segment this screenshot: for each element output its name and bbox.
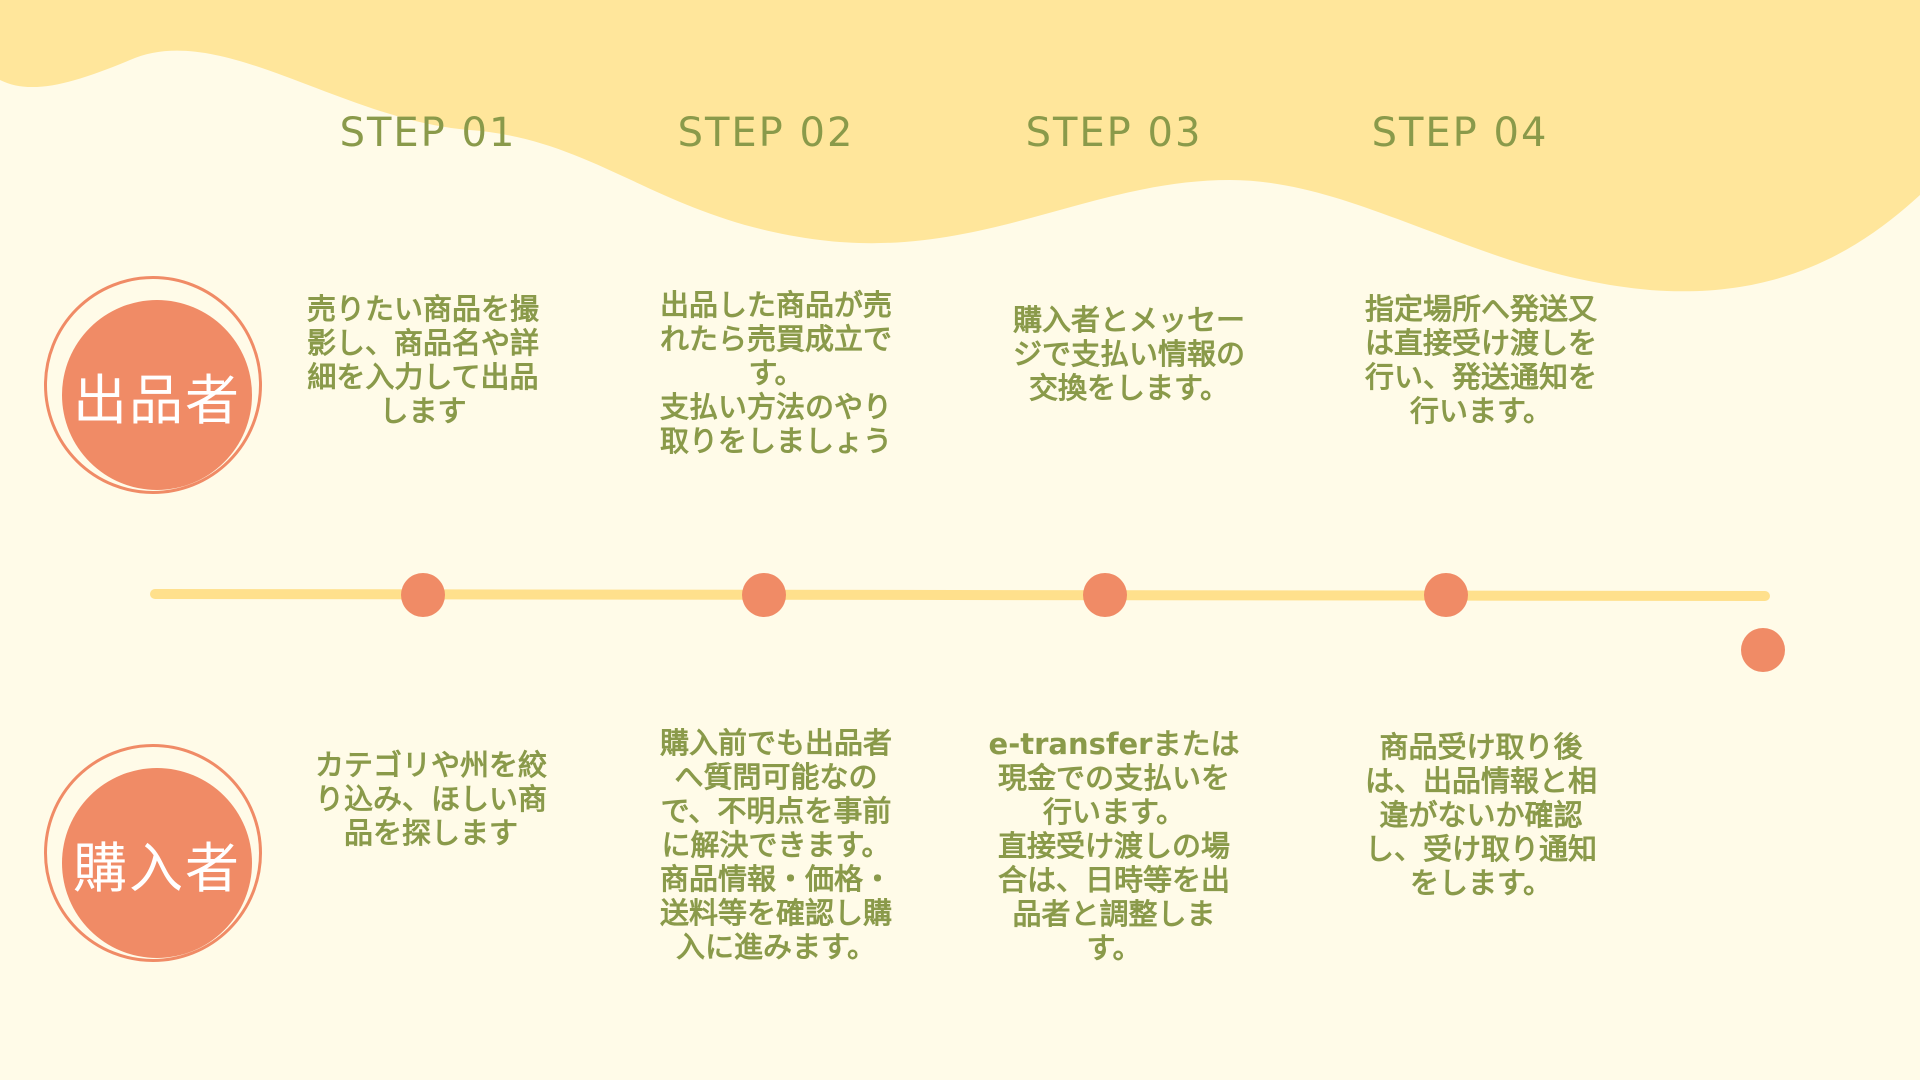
step-01-label: STEP 01 bbox=[339, 110, 517, 156]
seller-step-02-text: 出品した商品が売 れたら売買成立で す。 支払い方法のやり 取りをしましょう bbox=[659, 288, 892, 458]
buyer-step-03-text: e-transferまたは 現金での支払いを 行います。 直接受け渡しの場 合は… bbox=[988, 727, 1240, 965]
timeline-dot-2 bbox=[742, 573, 786, 617]
timeline-dot-3 bbox=[1083, 573, 1127, 617]
seller-step-04-text: 指定場所へ発送又 は直接受け渡しを 行い、発送通知を 行います。 bbox=[1364, 292, 1597, 428]
seller-step-03-text: 購入者とメッセー ジで支払い情報の 交換をします。 bbox=[1012, 303, 1245, 405]
timeline-line bbox=[150, 589, 1770, 601]
buyer-step-04-text: 商品受け取り後 は、出品情報と相 違がないか確認 し、受け取り通知 をします。 bbox=[1364, 730, 1597, 900]
buyer-step-02-text: 購入前でも出品者 へ質問可能なの で、不明点を事前 に解決できます。 商品情報・… bbox=[659, 726, 892, 964]
buyer-badge-ring bbox=[44, 744, 262, 962]
buyer-badge: 購入者 bbox=[44, 744, 262, 968]
buyer-role-label: 購入者 bbox=[73, 836, 241, 900]
seller-badge-disc bbox=[62, 300, 252, 490]
seller-step-01-text: 売りたい商品を撮 影し、商品名や詳 細を入力して出品 します bbox=[306, 292, 539, 428]
top-wave bbox=[0, 0, 1920, 292]
step-02-label: STEP 02 bbox=[677, 110, 855, 156]
timeline-dot-1 bbox=[401, 573, 445, 617]
step-03-label: STEP 03 bbox=[1025, 110, 1203, 156]
timeline-dot-4 bbox=[1424, 573, 1468, 617]
buyer-step-01-text: カテゴリや州を絞 り込み、ほしい商 品を探します bbox=[314, 748, 547, 850]
buyer-badge-disc bbox=[62, 768, 252, 958]
seller-role-label: 出品者 bbox=[73, 368, 241, 432]
seller-badge-ring bbox=[44, 276, 262, 494]
seller-badge: 出品者 bbox=[44, 276, 262, 500]
step-04-label: STEP 04 bbox=[1371, 110, 1549, 156]
timeline-end-dot bbox=[1741, 628, 1785, 672]
